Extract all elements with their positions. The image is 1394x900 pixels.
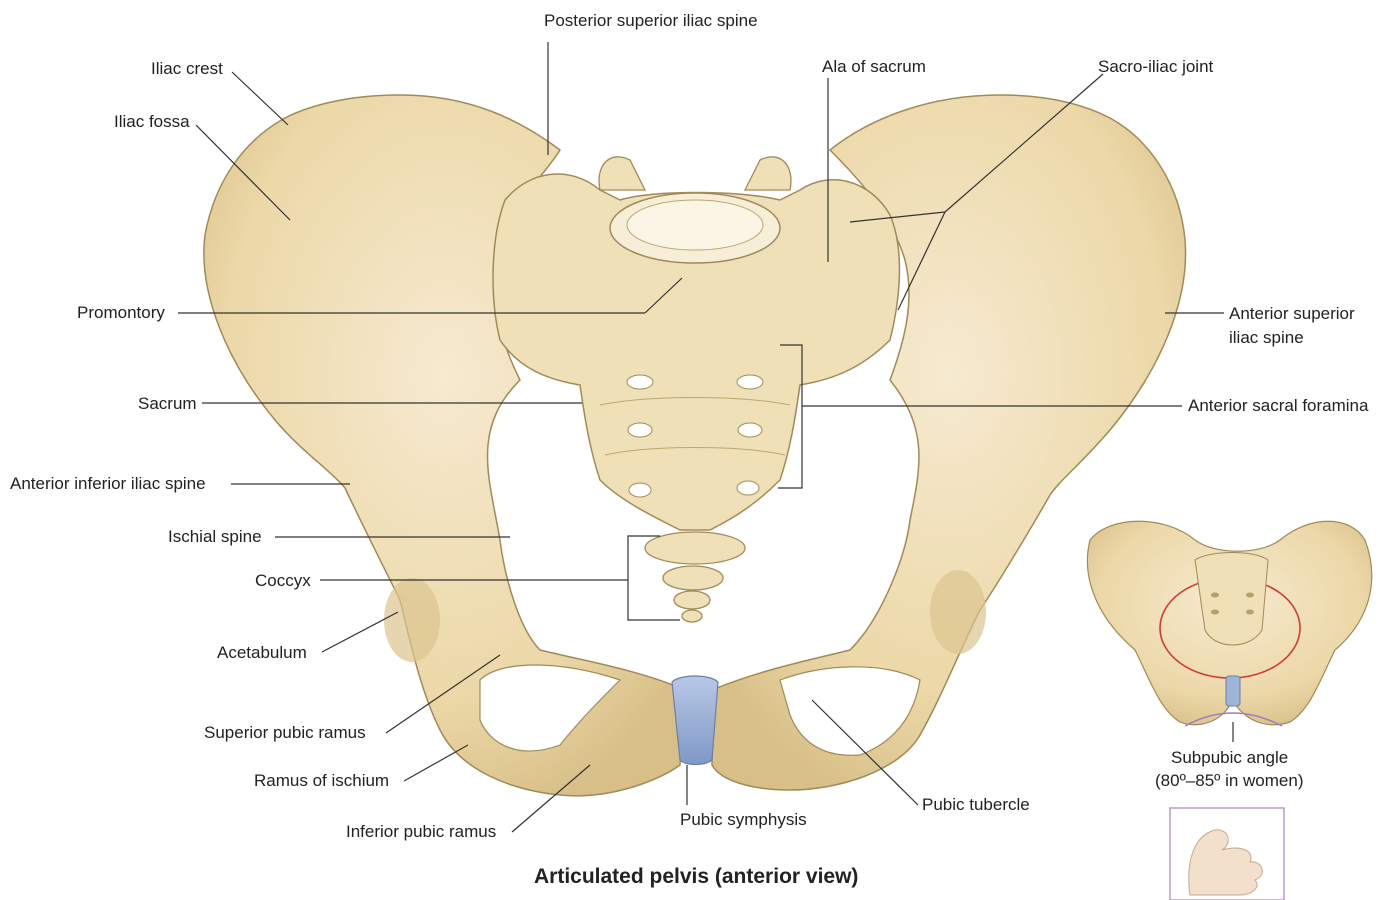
label-promontory: Promontory — [77, 303, 165, 322]
main-pelvis — [204, 95, 1186, 796]
pubic-symphysis — [672, 676, 718, 765]
label-ischial-spine: Ischial spine — [168, 527, 262, 546]
label-sacrum: Sacrum — [138, 394, 197, 413]
label-ramus-of-ischium: Ramus of ischium — [254, 771, 389, 790]
label-sacro-iliac-joint: Sacro-iliac joint — [1098, 57, 1214, 76]
label-anterior-superior-iliac-spine-line2: iliac spine — [1229, 328, 1304, 347]
label-anterior-superior-iliac-spine-line1: Anterior superior — [1229, 304, 1355, 323]
hand-icon — [1170, 808, 1284, 900]
figure-caption: Articulated pelvis (anterior view) — [534, 865, 858, 888]
label-pubic-symphysis: Pubic symphysis — [680, 810, 807, 829]
coccyx — [645, 532, 745, 622]
thumbnail-pelvis — [1087, 521, 1371, 742]
label-pubic-tubercle: Pubic tubercle — [922, 795, 1030, 814]
label-inferior-pubic-ramus: Inferior pubic ramus — [346, 822, 496, 841]
label-anterior-inferior-iliac-spine: Anterior inferior iliac spine — [10, 474, 206, 493]
label-posterior-superior-iliac-spine: Posterior superior iliac spine — [544, 11, 758, 30]
label-superior-pubic-ramus: Superior pubic ramus — [204, 723, 366, 742]
label-subpubic-angle: Subpubic angle — [1171, 748, 1288, 767]
label-acetabulum: Acetabulum — [217, 643, 307, 662]
label-iliac-fossa: Iliac fossa — [114, 112, 190, 131]
label-anterior-sacral-foramina: Anterior sacral foramina — [1188, 396, 1369, 415]
label-subpubic-angle-note: (80º–85º in women) — [1155, 771, 1304, 790]
label-coccyx: Coccyx — [255, 571, 311, 590]
label-ala-of-sacrum: Ala of sacrum — [822, 57, 926, 76]
label-iliac-crest: Iliac crest — [151, 59, 223, 78]
